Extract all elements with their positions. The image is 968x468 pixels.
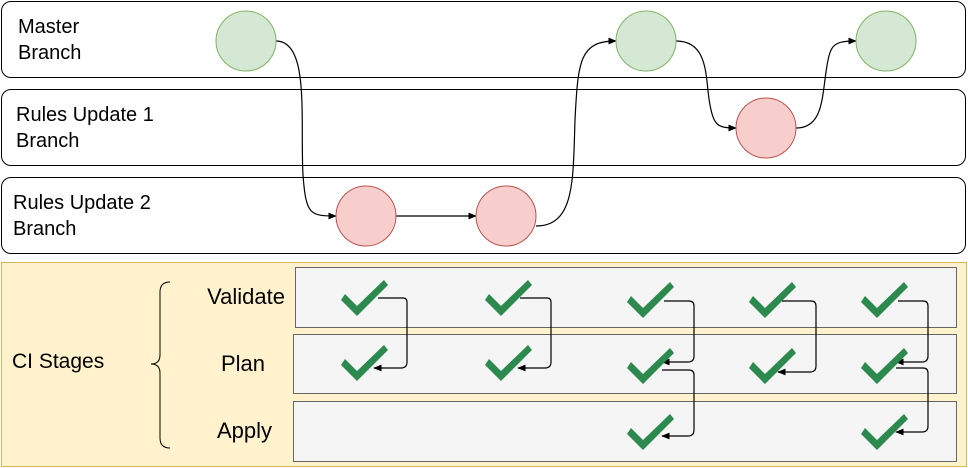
check-icon-apply-3 <box>627 414 674 450</box>
lane-master: Master Branch <box>1 1 966 78</box>
commit-master-1 <box>215 10 277 72</box>
commit-rules2-1 <box>335 185 397 247</box>
stage-label-apply: Apply <box>216 418 272 443</box>
connector-master-to-rules2 <box>275 40 337 220</box>
check-icon-validate-5 <box>861 282 908 318</box>
commit-master-3 <box>855 10 917 72</box>
ci-connector-5-plan-apply <box>895 367 929 436</box>
stage-row-validate <box>295 267 957 328</box>
ci-connector-3-validate-plan <box>661 300 695 366</box>
stage-label-validate: Validate <box>207 284 285 309</box>
ci-connector-5-validate-plan <box>895 300 929 366</box>
check-icon-plan-5 <box>861 348 908 384</box>
check-icon-validate-3 <box>627 282 674 318</box>
stage-label-plan: Plan <box>220 351 265 376</box>
ci-stages-title: CI Stages <box>12 350 105 373</box>
ci-connector-2-validate-plan <box>517 297 552 372</box>
stage-row-plan <box>293 334 957 394</box>
connector-rules2-to-master <box>535 37 617 227</box>
connector-rules1-to-master <box>795 37 857 129</box>
lane-rules-update-1: Rules Update 1 Branch <box>1 89 966 166</box>
lane-rules-update-1-label: Rules Update 1 Branch <box>16 104 154 152</box>
lane-master-label: Master Branch <box>18 16 82 64</box>
check-icon-plan-3 <box>627 348 674 384</box>
check-icon-validate-4 <box>749 282 796 318</box>
ci-connector-3-plan-apply <box>661 369 695 440</box>
check-icon-plan-4 <box>749 348 796 384</box>
stage-row-apply <box>293 401 957 462</box>
ci-connector-1-validate-plan <box>373 297 408 372</box>
ci-stages-brace <box>150 281 171 449</box>
ci-connector-4-validate-plan <box>777 300 817 376</box>
lane-rules-update-2-label: Rules Update 2 Branch <box>13 192 151 240</box>
commit-master-2 <box>615 10 677 72</box>
connector-master-to-rules1 <box>675 40 737 132</box>
check-icon-plan-2 <box>485 345 532 381</box>
commit-rules2-2 <box>475 185 537 247</box>
commit-rules1-1 <box>735 97 797 159</box>
check-icon-plan-1 <box>341 345 388 381</box>
